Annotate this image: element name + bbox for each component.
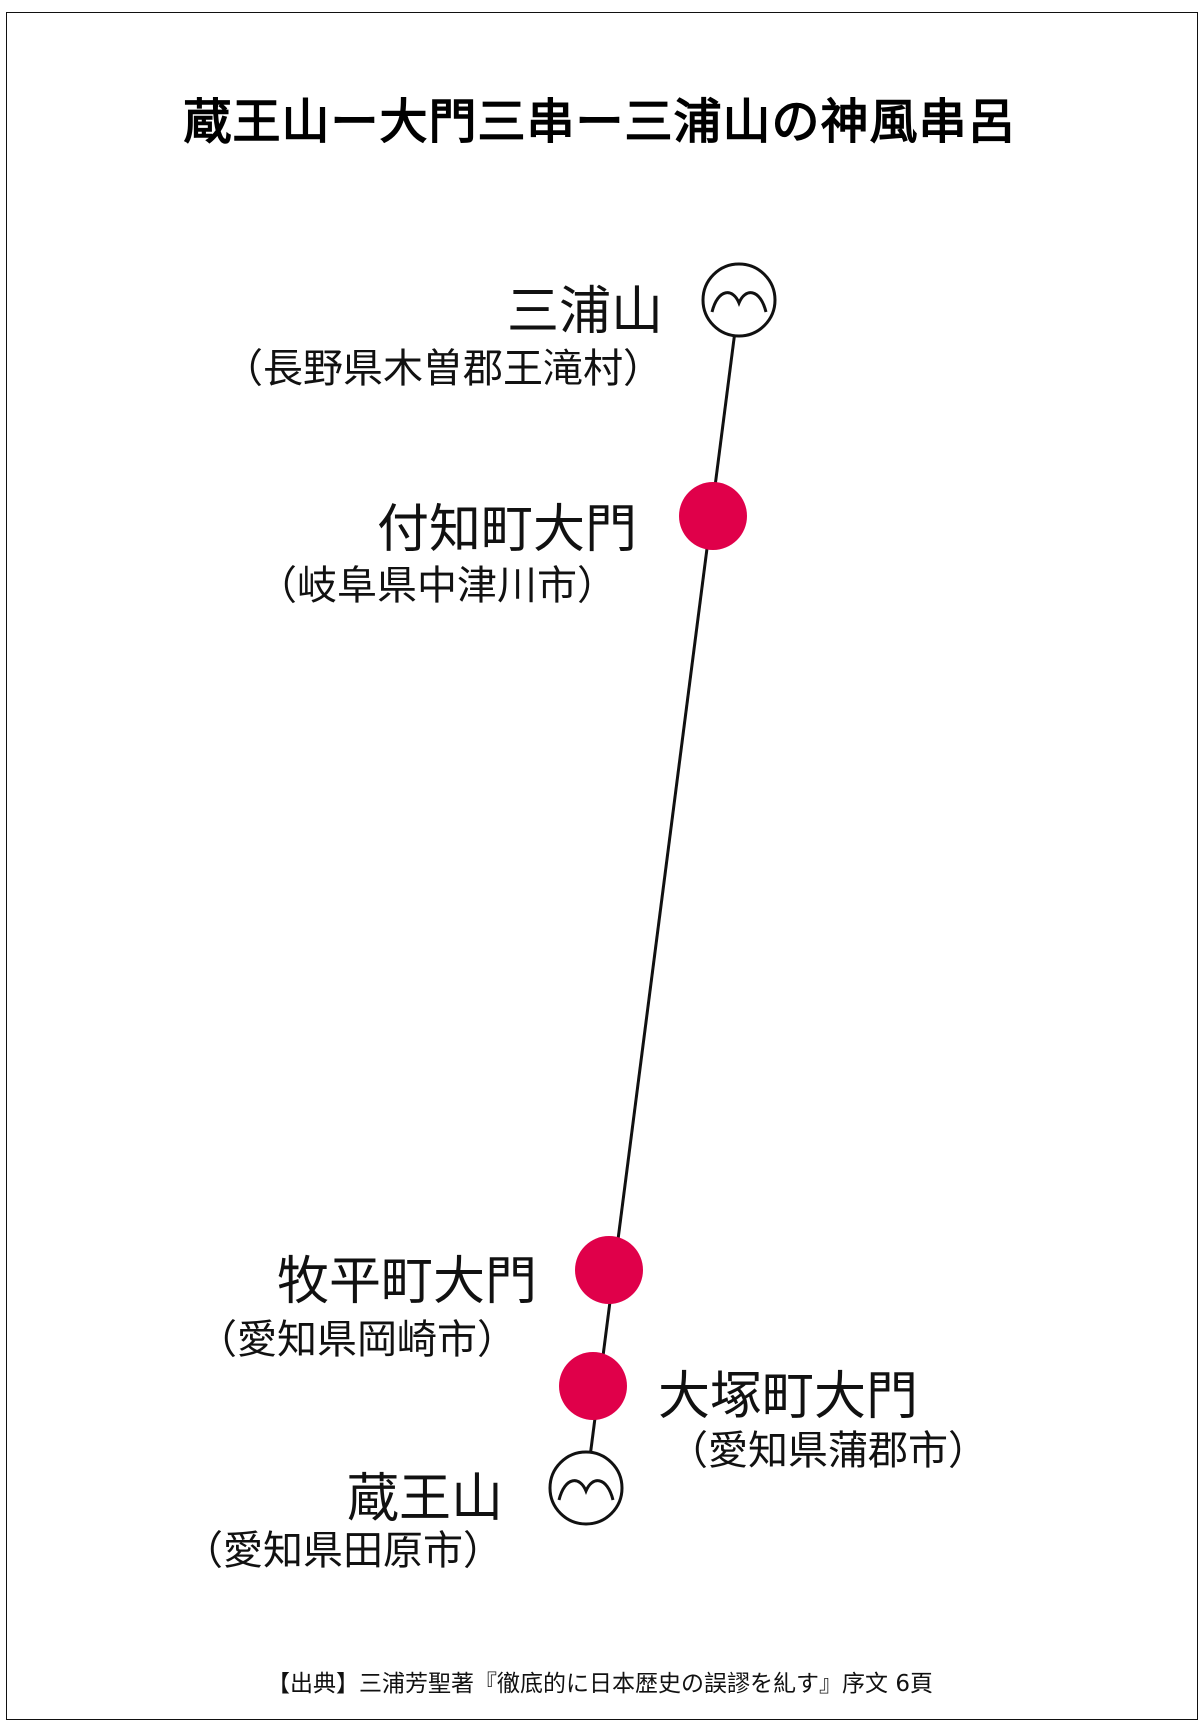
kushiro-line xyxy=(584,299,741,1489)
mountain-icon-zaozan xyxy=(548,1450,624,1526)
point-location-zaozan: （愛知県田原市） xyxy=(183,1528,503,1574)
point-location-miurayama: （長野県木曽郡王滝村） xyxy=(223,346,663,392)
point-name-makihira-daimon: 牧平町大門 xyxy=(276,1252,537,1312)
source-citation: 【出典】三浦芳聖著『徹底的に日本歴史の誤謬を糺す』序文 6頁 xyxy=(267,1671,933,1697)
red-dot-otsuka-daimon xyxy=(559,1352,627,1420)
diagram-frame xyxy=(6,12,1198,1720)
red-dot-tsukechi-daimon xyxy=(679,482,747,550)
point-name-tsukechi-daimon: 付知町大門 xyxy=(376,500,637,560)
point-name-miurayama: 三浦山 xyxy=(506,282,663,342)
point-name-otsuka-daimon: 大塚町大門 xyxy=(658,1367,919,1427)
diagram-title: 蔵王山ー大門三串ー三浦山の神風串呂 xyxy=(183,94,1017,150)
red-dot-makihira-daimon xyxy=(575,1236,643,1304)
point-location-otsuka-daimon: （愛知県蒲郡市） xyxy=(668,1428,988,1474)
point-location-makihira-daimon: （愛知県岡崎市） xyxy=(197,1317,517,1363)
point-location-tsukechi-daimon: （岐阜県中津川市） xyxy=(257,563,617,609)
mountain-icon-miurayama xyxy=(701,262,777,338)
point-name-zaozan: 蔵王山 xyxy=(346,1469,503,1529)
